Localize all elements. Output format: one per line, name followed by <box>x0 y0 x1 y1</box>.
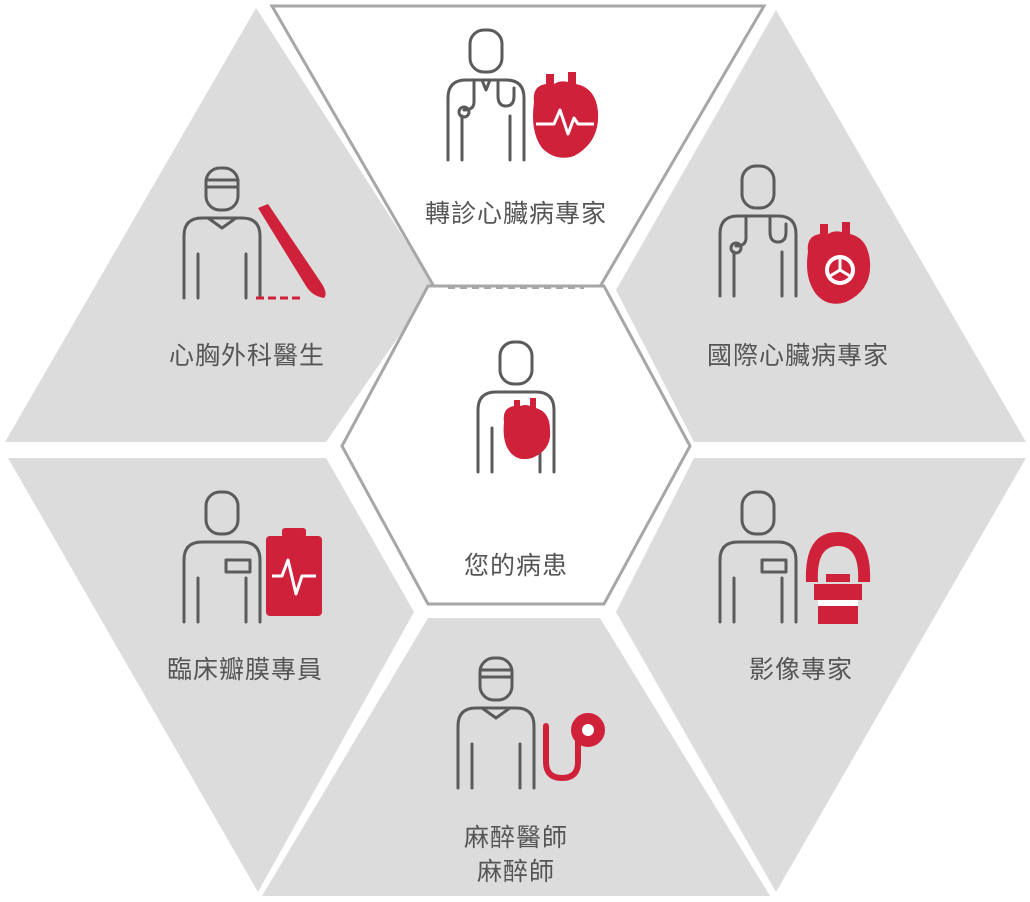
label-upper-right: 國際心臟病專家 <box>706 341 889 370</box>
surgeon-with-scalpel-icon <box>182 166 326 300</box>
specialist-with-scanner-icon <box>718 490 871 624</box>
specialist-with-clipboard-icon <box>182 490 322 624</box>
label-top: 轉診心臟病專家 <box>424 199 607 228</box>
label-bottom-line2: 麻醉師 <box>476 857 555 886</box>
doctor-with-heart-icon <box>446 28 599 162</box>
doctor-with-valve-heart-icon <box>718 164 871 304</box>
label-bottom-line1: 麻醉醫師 <box>463 823 568 852</box>
surgeon-with-anesthesia-mask-icon <box>456 656 605 790</box>
patient-heart-icon <box>476 340 556 474</box>
label-lower-left: 臨床瓣膜專員 <box>166 655 323 684</box>
label-center: 您的病患 <box>463 551 568 580</box>
segment-bottom <box>262 618 770 896</box>
label-lower-right: 影像專家 <box>748 655 853 684</box>
label-upper-left: 心胸外科醫生 <box>168 341 325 370</box>
